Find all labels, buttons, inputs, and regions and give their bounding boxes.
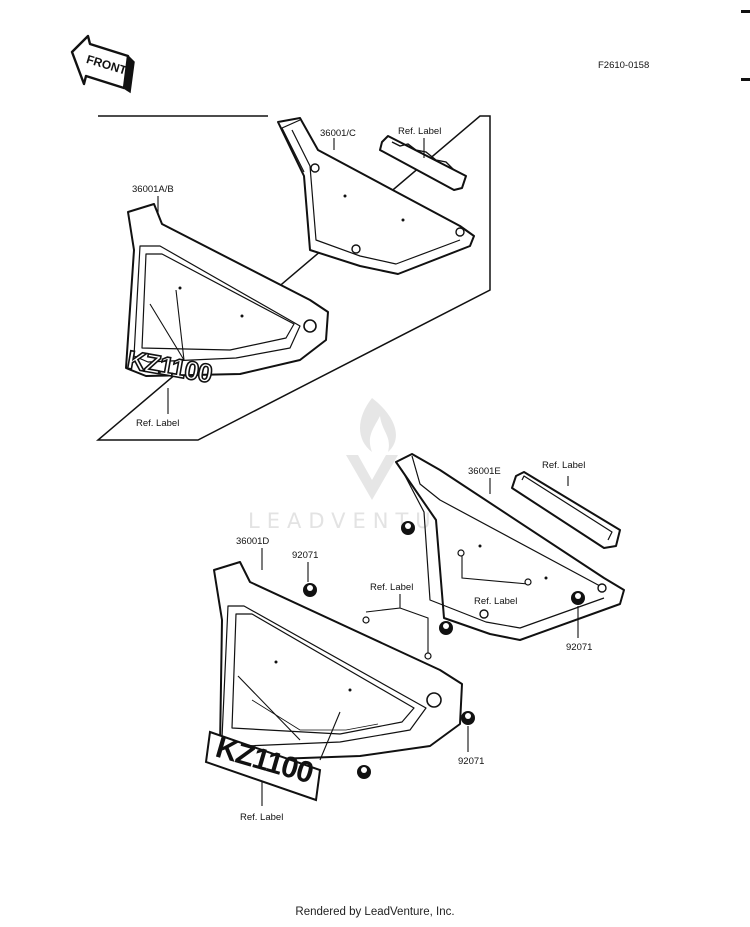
ref-label-strip-lower xyxy=(511,471,621,549)
label-92071-b: 92071 xyxy=(566,642,592,653)
side-cover-36001e xyxy=(395,453,625,641)
label-ref-top-left: Ref. Label xyxy=(136,418,179,429)
label-36001e: 36001E xyxy=(468,466,501,477)
grommet-lower-left xyxy=(357,765,371,779)
label-36001ab: 36001A/B xyxy=(132,184,174,195)
label-ref-middle: Ref. Label xyxy=(370,582,413,593)
label-92071-a: 92071 xyxy=(292,550,318,561)
label-36001d: 36001D xyxy=(236,536,269,547)
grommet-92071-right xyxy=(571,591,585,605)
edge-mark-bottom xyxy=(741,78,750,81)
ref-label-strip-upper xyxy=(379,135,467,191)
grommet-92071-lower xyxy=(461,711,475,725)
grommet-92071-left xyxy=(303,583,317,597)
label-92071-c: 92071 xyxy=(458,756,484,767)
flame-v-logo-icon xyxy=(346,398,398,500)
grommet-92071-mid xyxy=(439,621,453,635)
front-arrow-badge: FRONT xyxy=(70,34,135,94)
label-ref-top-right: Ref. Label xyxy=(398,126,441,137)
grommet-92071-right-upper xyxy=(401,521,415,535)
label-ref-bottom-left: Ref. Label xyxy=(240,812,283,823)
upper-assembly-box: 36001/C Ref. Label 36001A/B KZ1100 Ref. … xyxy=(95,115,491,441)
label-36001c: 36001/C xyxy=(320,128,356,139)
side-cover-36001ab xyxy=(125,203,329,377)
edge-mark-top xyxy=(741,10,750,13)
side-cover-36001c xyxy=(277,117,475,275)
label-ref-inner: Ref. Label xyxy=(474,596,517,607)
figure-code: F2610-0158 xyxy=(598,60,649,71)
label-ref-bottom-right: Ref. Label xyxy=(542,460,585,471)
side-cover-36001d xyxy=(213,561,463,761)
footer-credit: Rendered by LeadVenture, Inc. xyxy=(295,906,455,918)
